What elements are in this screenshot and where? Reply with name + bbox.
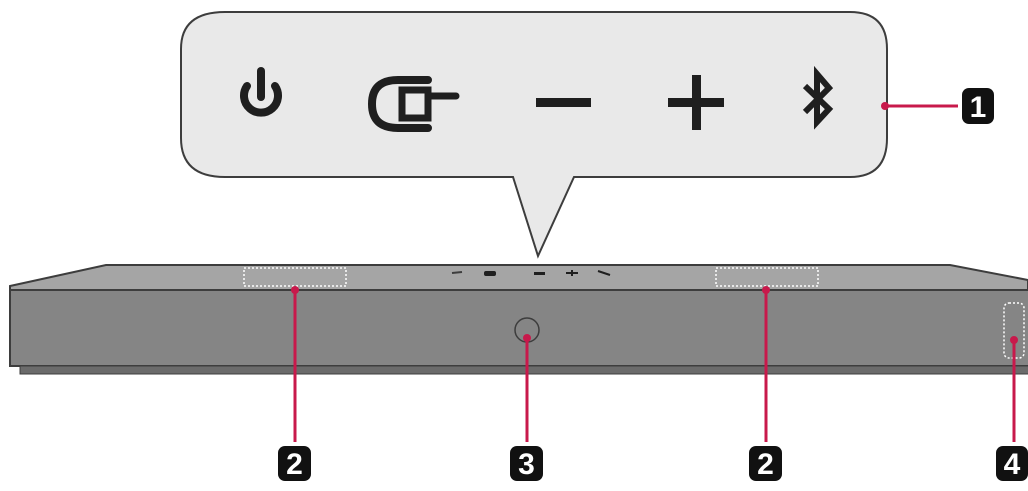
leader-dot-4	[1010, 336, 1018, 344]
soundbar-front-face	[10, 290, 1028, 366]
callout-number-3: 3	[518, 448, 535, 481]
top-panel-zoom-bubble	[181, 12, 887, 256]
leader-dot-3	[523, 334, 531, 342]
volume-down-icon	[536, 98, 591, 107]
callout-number-2-left: 2	[286, 448, 303, 481]
callout-number-4: 4	[1004, 448, 1021, 481]
soundbar	[10, 265, 1028, 374]
callout-number-1: 1	[970, 91, 987, 124]
mini-input-icon	[484, 271, 496, 276]
soundbar-top-surface	[10, 265, 1028, 292]
mini-volume-down-icon	[534, 272, 545, 275]
leader-dot-2-right	[762, 286, 770, 294]
leader-dot-1	[881, 102, 889, 110]
soundbar-base	[20, 366, 1028, 374]
leader-dot-2-left	[291, 286, 299, 294]
mini-power-icon	[452, 272, 462, 273]
callout-badge-1: 1	[962, 88, 994, 124]
callout-number-2-right: 2	[757, 448, 774, 481]
